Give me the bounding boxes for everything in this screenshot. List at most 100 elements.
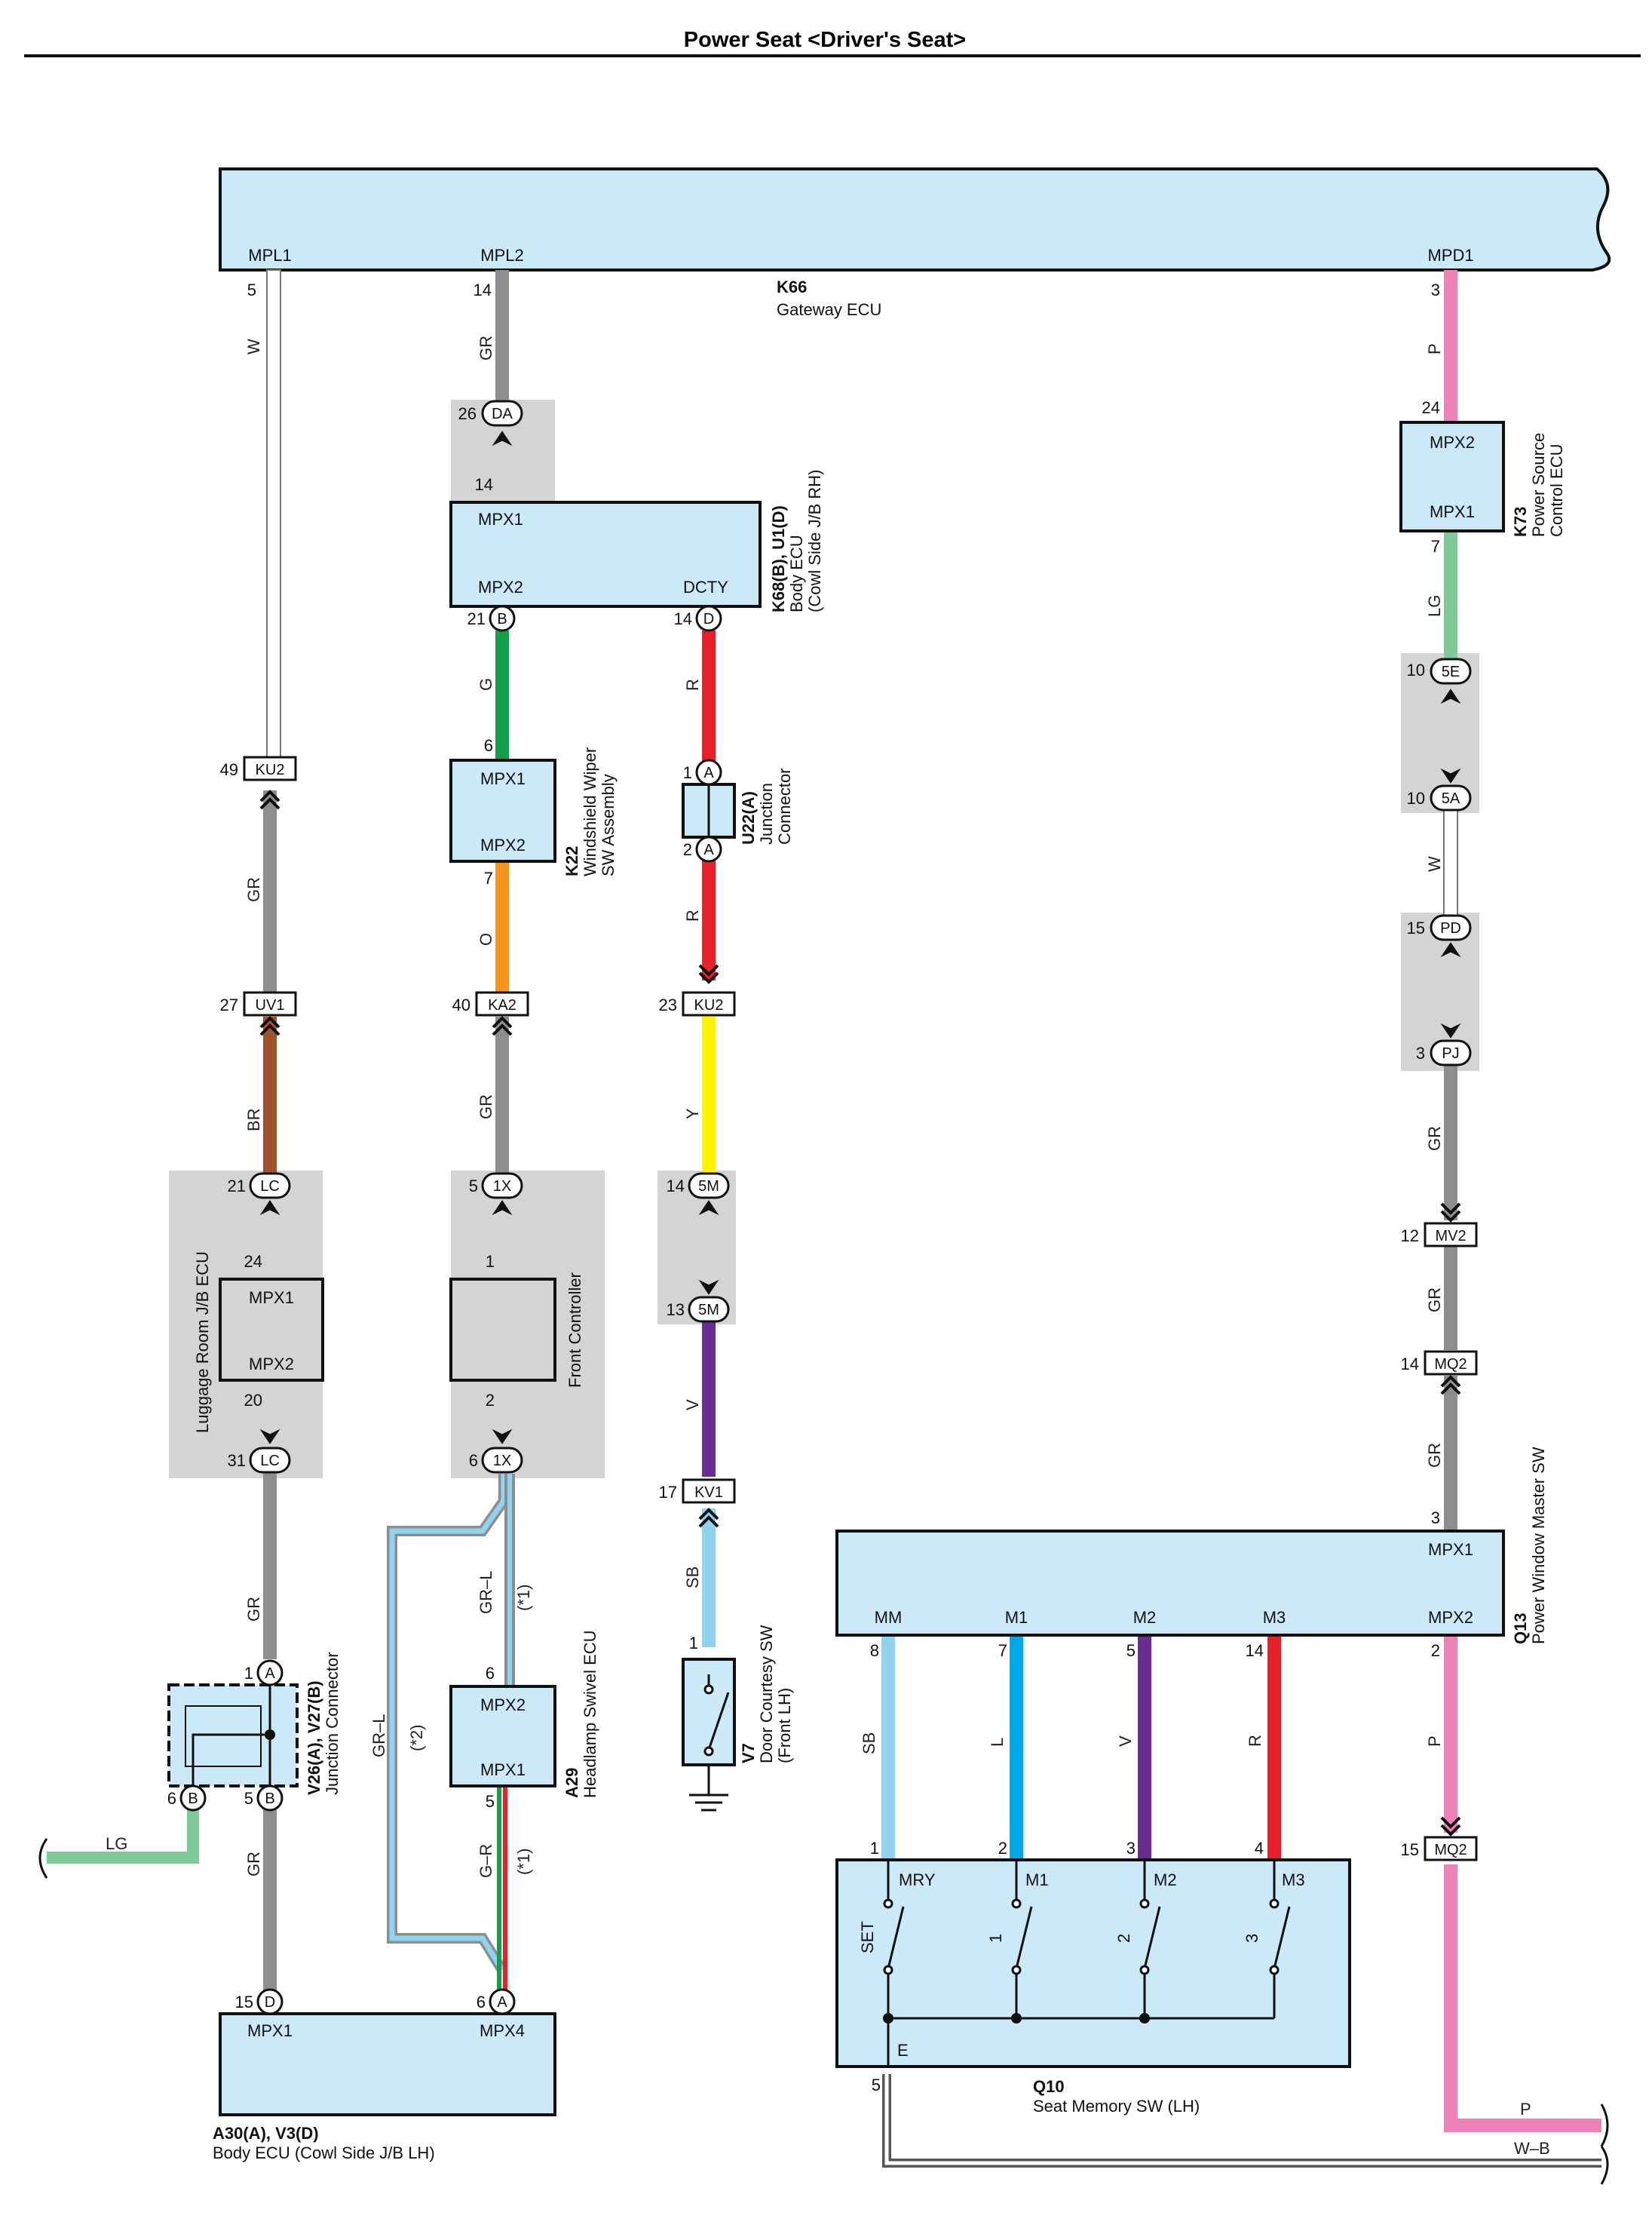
seat-memory-pin-e: E [897, 2041, 909, 2060]
svg-text:KA2: KA2 [488, 997, 516, 1014]
svg-text:27: 27 [220, 996, 238, 1014]
arrow-1x-bottom [492, 1428, 513, 1444]
svg-text:2: 2 [683, 840, 692, 859]
svg-text:LC: LC [260, 1178, 280, 1195]
wire-lg-break [38, 1838, 48, 1879]
svg-text:R: R [683, 910, 702, 922]
svg-text:W–B: W–B [1514, 2139, 1550, 2158]
connector-lc-top: LC [249, 1172, 291, 1199]
connector-ka2: KA2 [475, 991, 529, 1017]
seat-memory-pin-m2: M2 [1154, 1870, 1177, 1889]
svg-text:GR–L: GR–L [477, 1571, 495, 1614]
svg-text:12: 12 [1401, 1226, 1419, 1245]
wiper-sw-pin-mpx1: MPX1 [480, 769, 526, 788]
svg-text:1: 1 [244, 1664, 253, 1683]
junction-v26-inner [185, 1705, 262, 1767]
wire-w-5a-pd [1443, 809, 1458, 916]
wire-gr-l-shielded [387, 1474, 515, 1973]
body-ecu-lh-pin-mpx1: MPX1 [247, 2021, 293, 2040]
power-source-pin-mpx2: MPX2 [1430, 433, 1475, 452]
arrow-5a-down [1440, 768, 1461, 784]
connector-a-u22-top: A [695, 759, 722, 786]
svg-text:1: 1 [870, 1839, 879, 1858]
junction-v26-bus [192, 1685, 271, 1786]
gateway-pin-mpl1: MPL1 [248, 246, 291, 265]
svg-text:O: O [477, 933, 495, 946]
connector-mq2-top: MQ2 [1424, 1350, 1478, 1376]
power-source-code: K73 [1511, 507, 1530, 537]
wiper-sw-pin-mpx2: MPX2 [480, 836, 526, 855]
svg-text:10: 10 [1407, 661, 1425, 680]
arrow-5m-up [698, 1200, 719, 1216]
connector-5m-top: 5M [688, 1172, 730, 1199]
svg-text:7: 7 [484, 869, 493, 888]
svg-text:P: P [1520, 2100, 1531, 2119]
pin-numbers: 5 14 3 26 14 24 7 21 14 6 1 2 7 10 10 15… [167, 281, 1440, 2094]
connector-uv1: UV1 [243, 991, 297, 1017]
wiper-sw-name2: SW Assembly [599, 774, 618, 876]
svg-text:V: V [1116, 1735, 1135, 1747]
svg-text:2: 2 [486, 1391, 495, 1410]
arrow-5m-down [698, 1279, 719, 1295]
svg-text:W: W [1425, 856, 1444, 872]
svg-text:GR: GR [477, 1094, 495, 1119]
svg-text:14: 14 [1401, 1355, 1419, 1373]
connector-a-u22-bottom: A [695, 836, 722, 863]
headlamp-ecu-pin-mpx2: MPX2 [480, 1695, 526, 1714]
svg-text:6: 6 [484, 736, 493, 755]
svg-text:14: 14 [1246, 1641, 1264, 1660]
svg-text:17: 17 [659, 1483, 677, 1502]
svg-text:6: 6 [469, 1451, 478, 1470]
svg-text:B: B [265, 1790, 274, 1807]
svg-text:14: 14 [474, 281, 492, 299]
svg-text:R: R [1246, 1735, 1264, 1747]
svg-text:SB: SB [860, 1732, 878, 1754]
svg-text:GR–L: GR–L [369, 1714, 388, 1757]
arrow-heads [259, 431, 1461, 1444]
junction-u22-label: U22(A) Junction Connector [739, 768, 794, 845]
connector-mv2: MV2 [1424, 1222, 1478, 1247]
pw-master-pin-m3: M3 [1263, 1608, 1286, 1627]
svg-text:7: 7 [1431, 537, 1440, 556]
svg-text:5E: 5E [1442, 664, 1460, 680]
svg-text:5: 5 [244, 1789, 253, 1808]
svg-text:8: 8 [870, 1641, 879, 1660]
svg-text:W: W [244, 339, 263, 354]
svg-text:MQ2: MQ2 [1434, 1356, 1467, 1373]
pw-master-pin-m1: M1 [1005, 1608, 1028, 1627]
wire-lg-junction [47, 1803, 199, 1864]
svg-text:DA: DA [492, 406, 513, 422]
svg-text:1X: 1X [493, 1178, 511, 1195]
seat-memory-junction-dots [883, 2013, 1150, 2024]
svg-text:P: P [1425, 1735, 1444, 1747]
chevron-kv1 [698, 1508, 719, 1528]
svg-text:15: 15 [1401, 1840, 1419, 1859]
junction-v26-label: V26(A), V27(B) Junction Connector [305, 1652, 342, 1795]
svg-text:D: D [703, 611, 714, 628]
connector-da: DA [481, 400, 523, 427]
svg-text:(*1): (*1) [514, 1585, 533, 1611]
connector-5a: 5A [1430, 784, 1472, 812]
luggage-ecu-pin-mpx1: MPX1 [249, 1288, 294, 1307]
headlamp-ecu-code: A29 [562, 1768, 581, 1798]
svg-text:5M: 5M [698, 1302, 719, 1318]
svg-text:GR: GR [1425, 1287, 1444, 1312]
svg-text:A: A [703, 765, 714, 781]
door-sw-label: V7 Door Courtesy SW (Front LH) [739, 1625, 794, 1763]
svg-text:GR: GR [1425, 1126, 1444, 1151]
ground-icon [689, 1794, 728, 1812]
pw-master-name: Power Window Master SW [1529, 1447, 1548, 1644]
svg-text:24: 24 [244, 1252, 262, 1271]
svg-text:A: A [497, 1994, 507, 2011]
wiper-sw-code: K22 [562, 846, 581, 876]
power-source-ecu-box [1399, 421, 1505, 532]
svg-text:GR: GR [477, 336, 495, 361]
connector-5e: 5E [1430, 658, 1472, 685]
arrow-lc-bottom [259, 1428, 280, 1444]
svg-text:G–R: G–R [477, 1844, 495, 1878]
svg-text:7: 7 [998, 1641, 1007, 1660]
pw-master-pin-m2: M2 [1133, 1608, 1157, 1627]
svg-text:G: G [477, 678, 495, 691]
connector-mq2-bottom: MQ2 [1424, 1836, 1478, 1861]
headlamp-ecu-name: Headlamp Swivel ECU [581, 1630, 599, 1798]
